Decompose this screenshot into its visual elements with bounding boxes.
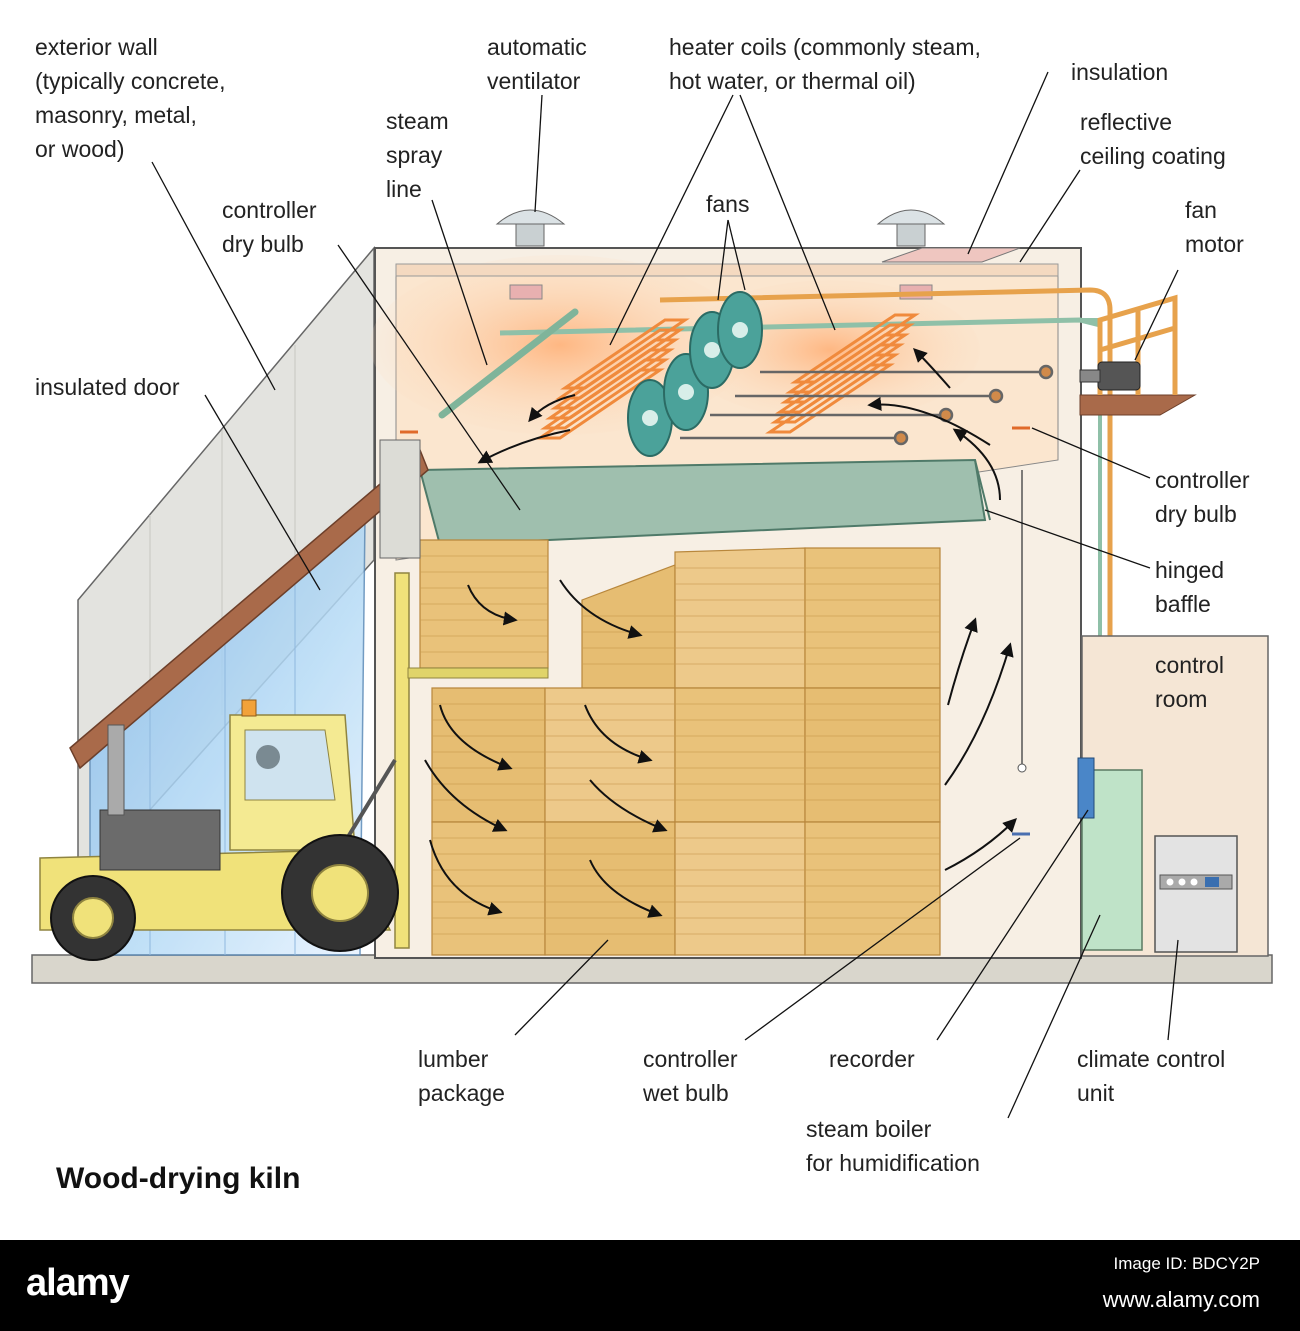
climate-control-unit (1154, 835, 1238, 953)
label-automatic-ventilator: automatic ventilator (487, 34, 587, 94)
label-controller-dry-bulb-right: controller dry bulb (1155, 467, 1250, 527)
watermark-footer: alamy Image ID: BDCY2P www.alamy.com (0, 1240, 1300, 1331)
lumber-board-lines (420, 555, 940, 935)
fan-motor (1079, 361, 1141, 391)
label-heater-coils: heater coils (commonly steam, hot water,… (669, 34, 981, 94)
reflective-ceiling-coating (395, 263, 1059, 277)
label-climate-control-unit: climate control unit (1077, 1046, 1226, 1106)
label-insulation: insulation (1071, 59, 1169, 85)
label-exterior-wall: exterior wall (typically concrete, mason… (35, 34, 226, 162)
fans (627, 291, 763, 457)
diagram-title: Wood-drying kiln (56, 1162, 301, 1195)
heater-coil-left (535, 318, 690, 440)
hinged-baffle (418, 458, 987, 547)
steam-spray-line (438, 308, 579, 419)
automatic-ventilator-left (495, 209, 566, 247)
door-rail (69, 448, 429, 770)
label-control-room: control room (1155, 652, 1225, 712)
footer-image-id: Image ID: BDCY2P (1113, 1254, 1260, 1273)
automatic-ventilator-right (876, 209, 946, 247)
label-reflective-ceiling-coating: reflective ceiling coating (1080, 109, 1226, 169)
label-recorder: recorder (829, 1046, 915, 1072)
fan-4 (717, 291, 763, 369)
label-controller-wet-bulb: controller wet bulb (643, 1046, 738, 1106)
label-hinged-baffle: hinged baffle (1155, 557, 1225, 617)
footer-url: www.alamy.com (1102, 1287, 1260, 1312)
floor-slab (31, 954, 1273, 984)
diagram-stage: exterior wall (typically concrete, mason… (31, 34, 1273, 1195)
label-fans: fans (706, 191, 750, 217)
label-steam-spray-line: steam spray line (386, 108, 449, 202)
label-fan-motor: fan motor (1185, 197, 1244, 257)
lumber-packages (419, 539, 941, 956)
heater-coil-right (765, 313, 920, 434)
kiln-diagram (31, 71, 1273, 1119)
airflow-arrows (424, 348, 1017, 918)
label-insulated-door: insulated door (35, 374, 180, 400)
leader-lines (151, 71, 1179, 1119)
label-lumber-package: lumber package (418, 1046, 505, 1106)
label-steam-boiler: steam boiler for humidification (806, 1116, 980, 1176)
footer-logo: alamy (26, 1262, 130, 1304)
fan-motor-platform (1079, 394, 1197, 416)
label-controller-dry-bulb-left: controller dry bulb (222, 197, 317, 257)
fan-shafts (680, 364, 1054, 446)
insulation-panel (881, 247, 1021, 263)
recorder (1077, 757, 1095, 819)
forklift (39, 572, 549, 961)
